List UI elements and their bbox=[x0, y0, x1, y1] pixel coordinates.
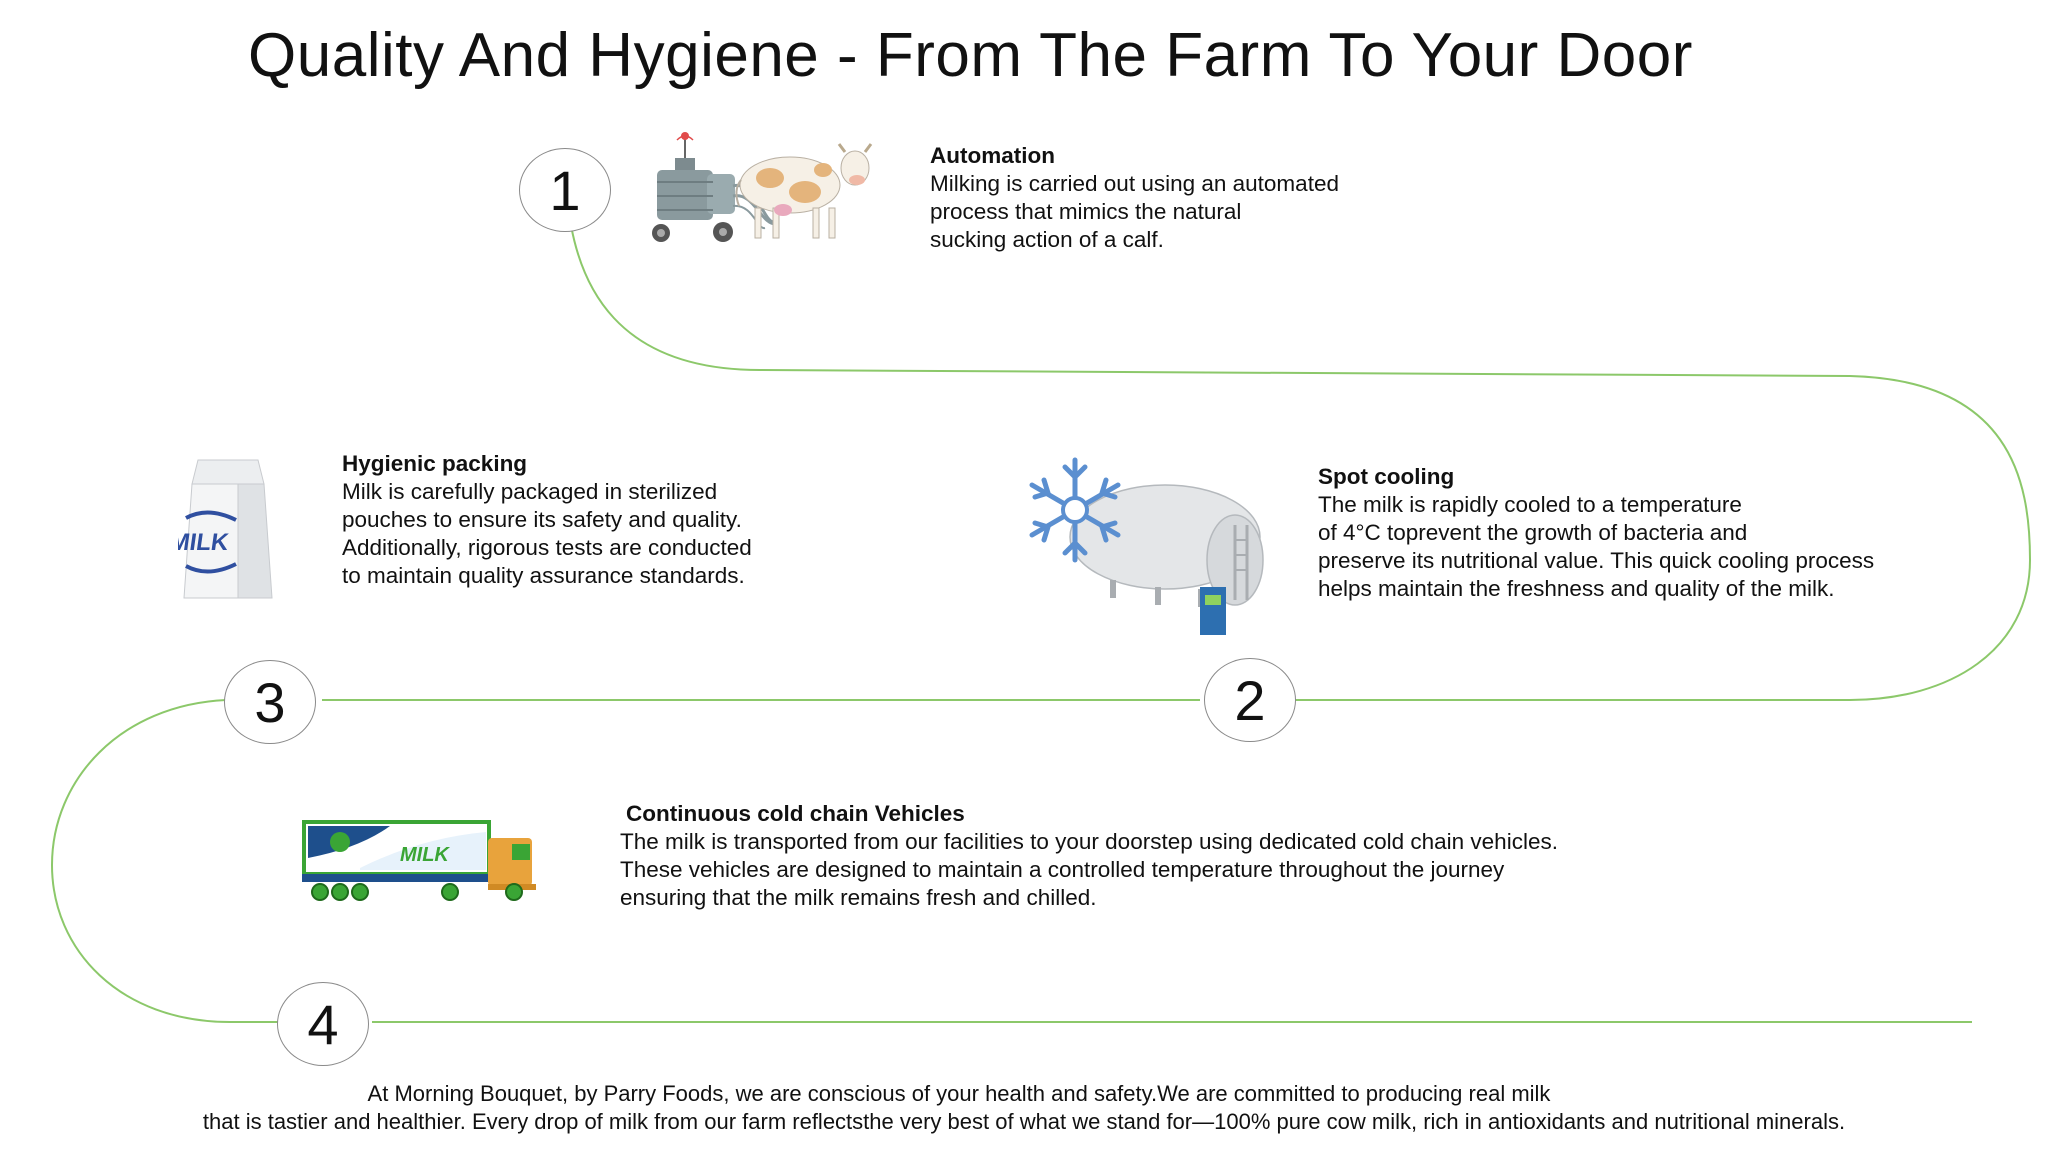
step-2-heading: Spot cooling bbox=[1318, 464, 1455, 489]
step-1-number: 1 bbox=[519, 148, 611, 232]
step-3-number: 3 bbox=[224, 660, 316, 744]
cooling-tank-snowflake-icon bbox=[1029, 457, 1264, 635]
step-2-line: helps maintain the freshness and quality… bbox=[1318, 576, 1835, 601]
step-1-heading: Automation bbox=[930, 143, 1055, 168]
step-2-line: preserve its nutritional value. This qui… bbox=[1318, 548, 1875, 573]
step-3-line: pouches to ensure its safety and quality… bbox=[342, 507, 742, 532]
step-4-heading: Continuous cold chain Vehicles bbox=[626, 801, 965, 826]
step-3-heading: Hygienic packing bbox=[342, 451, 528, 476]
step-2-number: 2 bbox=[1204, 658, 1296, 742]
page-title: Quality And Hygiene - From The Farm To Y… bbox=[248, 21, 1693, 90]
step-2-text: Spot cooling The milk is rapidly cooled … bbox=[1318, 463, 1874, 603]
truck-label: MILK bbox=[400, 844, 450, 866]
step-1-line: Milking is carried out using an automate… bbox=[930, 171, 1339, 196]
step-4-line: ensuring that the milk remains fresh and… bbox=[620, 885, 1097, 910]
step-3-line: Milk is carefully packaged in sterilized bbox=[342, 479, 718, 504]
footer-text: At Morning Bouquet, by Parry Foods, we a… bbox=[0, 1080, 2048, 1136]
step-3-line: Additionally, rigorous tests are conduct… bbox=[342, 535, 752, 560]
footer-line-1: At Morning Bouquet, by Parry Foods, we a… bbox=[367, 1081, 1551, 1106]
step-2-line: The milk is rapidly cooled to a temperat… bbox=[1318, 492, 1742, 517]
step-3-text: Hygienic packing Milk is carefully packa… bbox=[342, 450, 752, 590]
step-1-line: sucking action of a calf. bbox=[930, 227, 1164, 252]
step-4-line: These vehicles are designed to maintain … bbox=[620, 857, 1505, 882]
step-4-text: Continuous cold chain Vehicles The milk … bbox=[620, 800, 1558, 912]
footer-line-2: that is tastier and healthier. Every dro… bbox=[202, 1109, 1846, 1134]
milk-truck-icon: MILK bbox=[302, 820, 536, 901]
carton-label: MILK bbox=[178, 529, 231, 556]
step-1-line: process that mimics the natural bbox=[930, 199, 1242, 224]
step-2-line: of 4°C toprevent the growth of bacteria … bbox=[1318, 520, 1748, 545]
step-3-line: to maintain quality assurance standards. bbox=[342, 563, 745, 588]
step-1-text: Automation Milking is carried out using … bbox=[930, 142, 1339, 254]
milk-carton-icon: MILK bbox=[178, 459, 273, 599]
step-4-number: 4 bbox=[277, 982, 369, 1066]
step-4-line: The milk is transported from our facilit… bbox=[620, 829, 1558, 854]
milking-machine-cow-icon bbox=[652, 132, 873, 242]
